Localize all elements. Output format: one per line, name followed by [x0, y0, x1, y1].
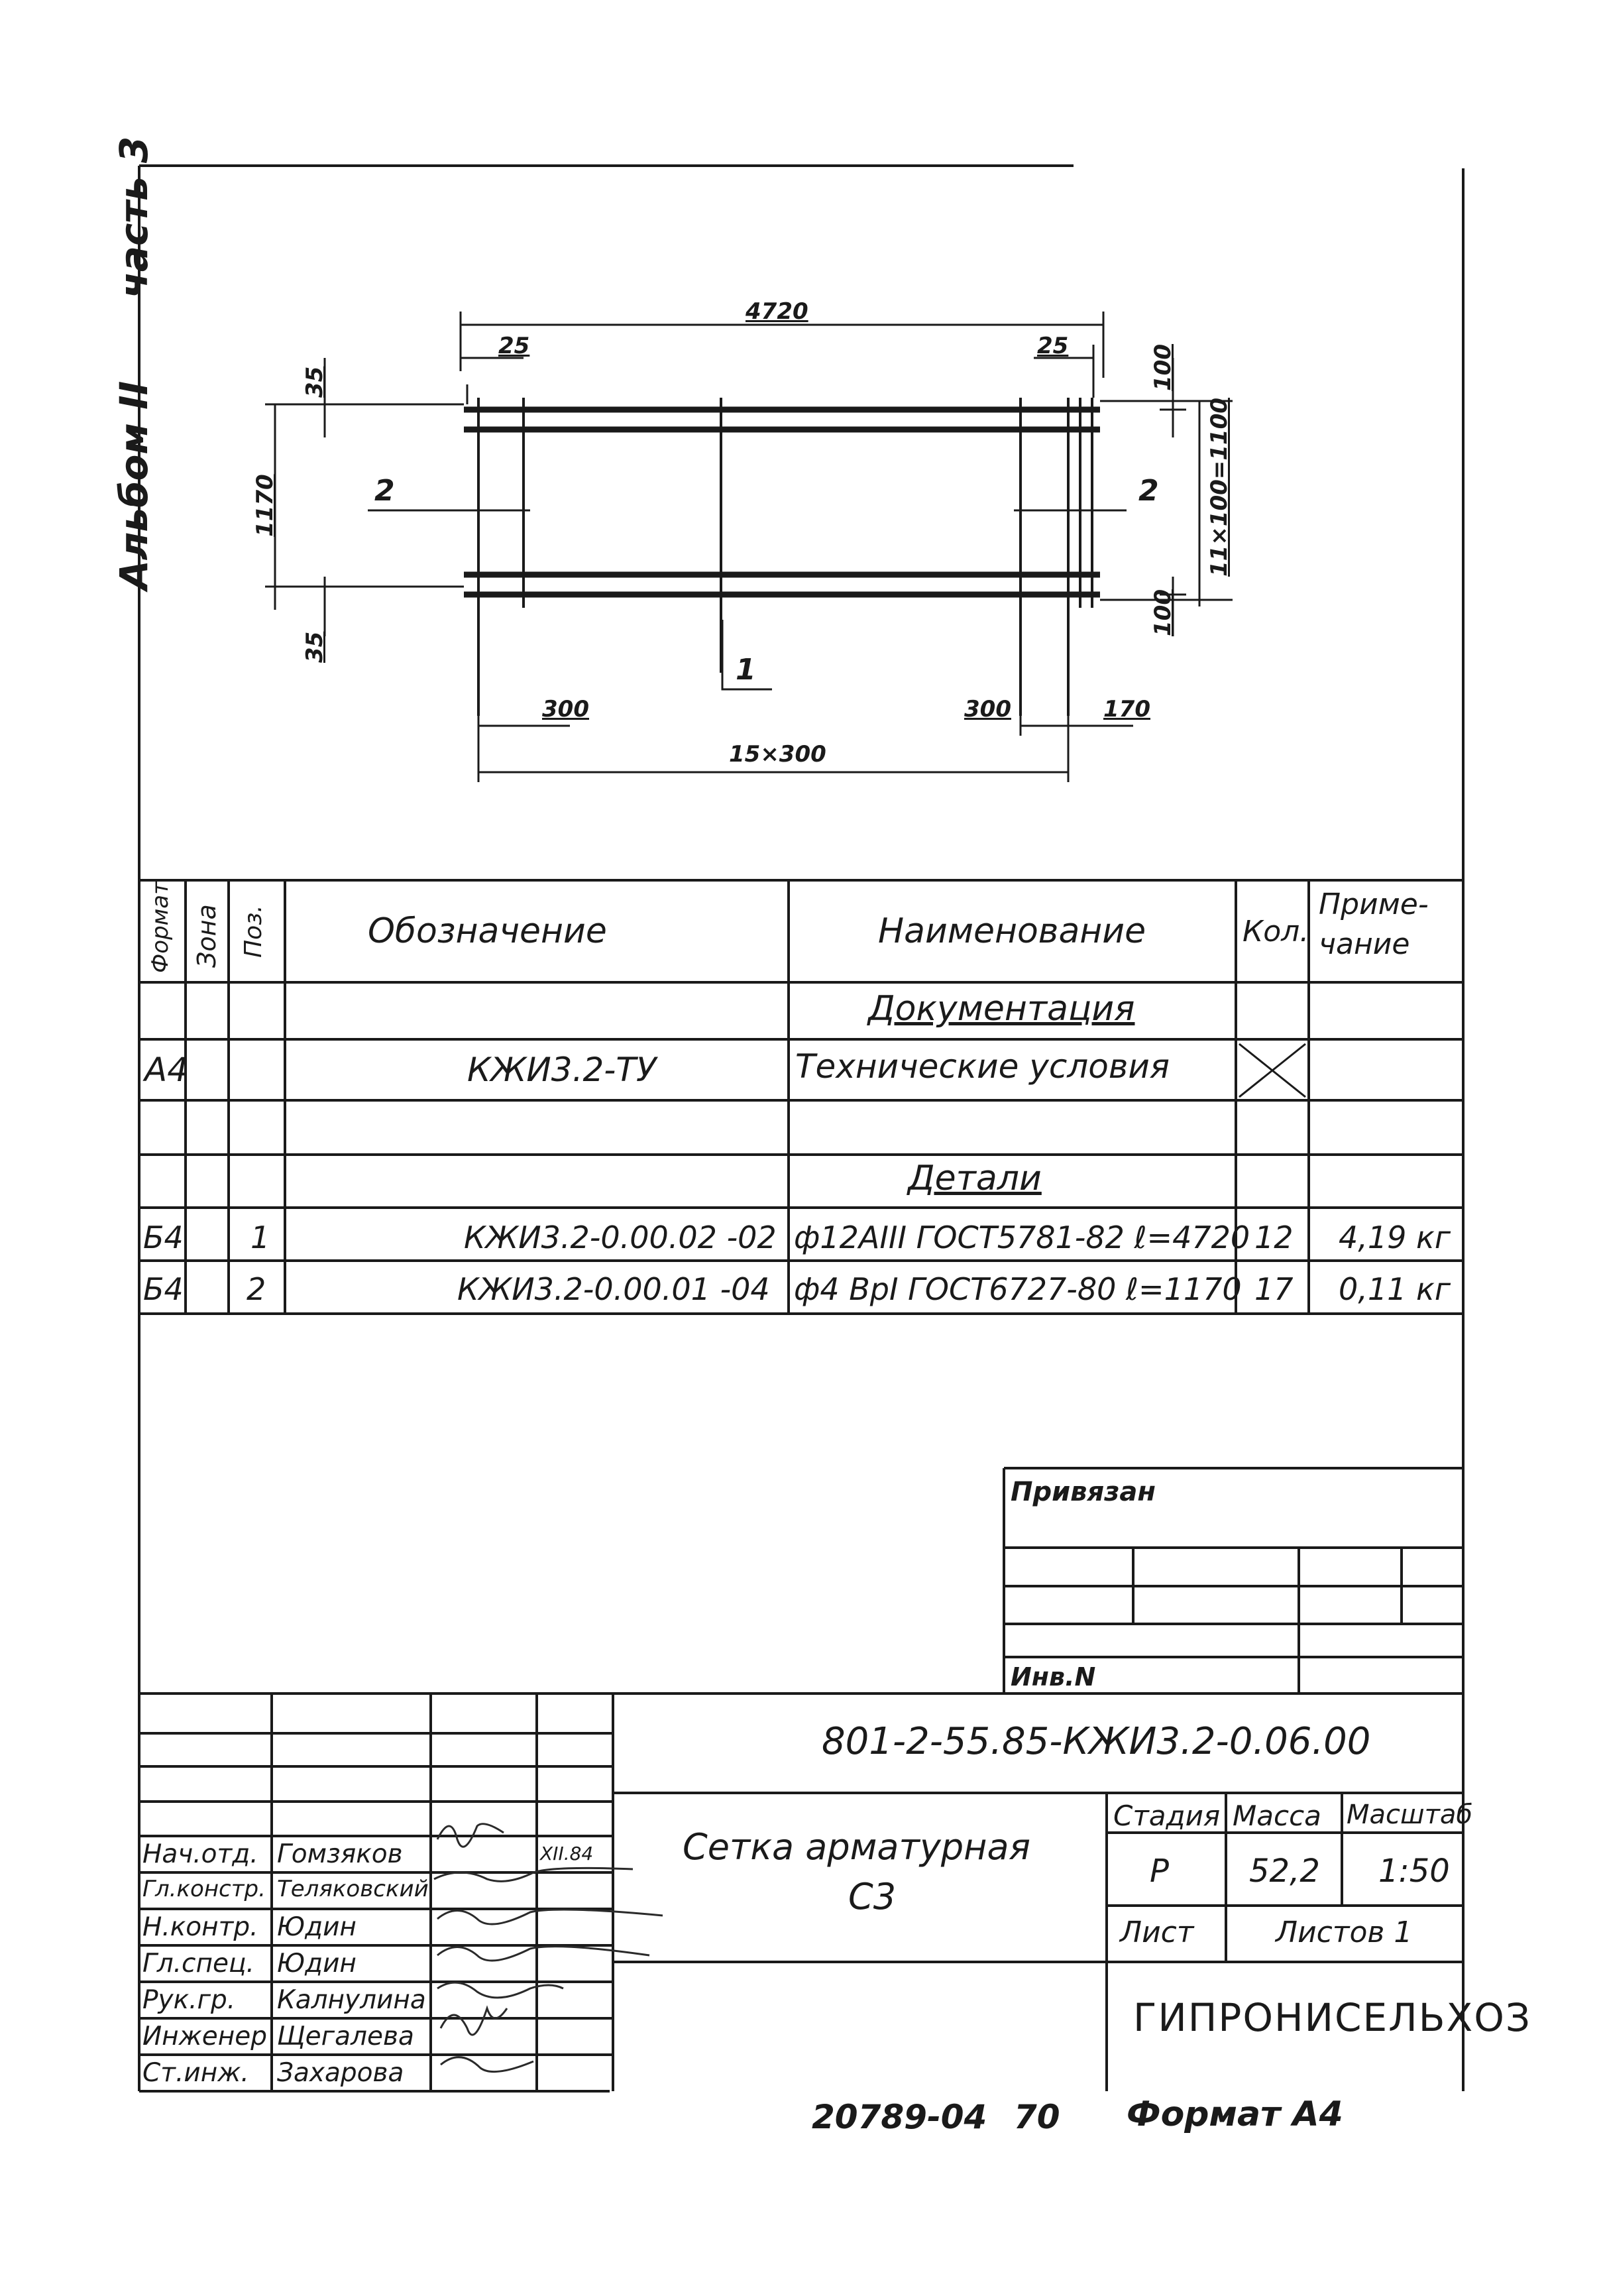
dim-170: 170: [1103, 696, 1150, 722]
header-name: Наименование: [878, 911, 1146, 951]
header-pos: Поз.: [240, 905, 267, 958]
row-1-pos: 1: [250, 1220, 270, 1255]
signature-kalnulina: [437, 1981, 564, 1999]
dim-spacing-vertical: 11×100=1100: [1206, 398, 1233, 577]
dim-top-100: 100: [1150, 344, 1176, 391]
row-2-qty: 17: [1254, 1271, 1294, 1307]
scale-value: 1:50: [1378, 1853, 1450, 1890]
role-label: Рук.гр.: [142, 1985, 236, 2015]
cross-mark: [1239, 1043, 1306, 1098]
drawing-mark: С3: [848, 1876, 897, 1918]
row-1-designation: КЖИ3.2-0.00.02 -02: [464, 1220, 777, 1255]
role-name: Калнулина: [277, 1985, 426, 2015]
doc-row-designation: КЖИ3.2-ТУ: [467, 1051, 657, 1089]
pos-1: 1: [736, 653, 756, 687]
row-2-format: Б4: [143, 1271, 184, 1307]
dim-height: 1170: [252, 474, 278, 537]
header-zone: Зона: [192, 904, 221, 968]
binding-title: Привязан: [1011, 1477, 1156, 1507]
mass-label: Масса: [1233, 1800, 1321, 1832]
row-1-name: ф12АIII ГОСТ5781-82 ℓ=4720: [794, 1220, 1250, 1255]
stage-label: Стадия: [1113, 1800, 1221, 1832]
document-code: 801-2-55.85-КЖИ3.2-0.06.00: [822, 1720, 1371, 1763]
binding-block-lines: [1003, 1467, 1465, 1693]
dim-overall-length: 4720: [746, 298, 808, 325]
pos-2-left: 2: [374, 474, 395, 508]
role-label: Нач.отд.: [142, 1839, 258, 1869]
signatures: [433, 1823, 663, 2073]
signature-zakharova: [440, 2056, 534, 2073]
doc-row-format: А4: [144, 1051, 189, 1089]
signature-gomzyakov: [436, 1823, 504, 1848]
transverse-bars: [477, 398, 1093, 716]
stage-value: Р: [1150, 1853, 1169, 1890]
title-block-lines: [139, 1692, 1465, 2091]
sheet-frame: [138, 164, 1465, 2093]
footer-code: 20789-04: [812, 2098, 987, 2136]
signature-shchegaleva: [439, 2005, 508, 2036]
header-format: Формат: [147, 882, 174, 973]
row-2-pos: 2: [247, 1271, 266, 1307]
role-name: Захарова: [277, 2058, 404, 2088]
row-2-designation: КЖИ3.2-0.00.01 -04: [457, 1271, 770, 1307]
role-name: Юдин: [277, 1949, 357, 1979]
signature-telyakovsky: [433, 1866, 634, 1882]
doc-row-name: Технические условия: [795, 1047, 1170, 1086]
dim-right-offset: 25: [1037, 333, 1069, 359]
row-1-format: Б4: [143, 1220, 184, 1255]
header-note: Приме- чание: [1319, 888, 1429, 961]
section-documentation: Документация: [868, 989, 1135, 1029]
sheet-label: Лист: [1120, 1916, 1194, 1949]
approval-date: XII.84: [540, 1843, 594, 1865]
footer-format: Формат А4: [1127, 2095, 1343, 2134]
role-label: Н.контр.: [142, 1912, 258, 1942]
signature-yudin-1: [437, 1908, 663, 1925]
dim-left-offset: 25: [498, 333, 530, 359]
row-2-name: ф4 ВрI ГОСТ6727-80 ℓ=1170: [794, 1271, 1242, 1307]
spec-table-lines: [139, 879, 1465, 1315]
footer-sheet-number: 70: [1014, 2098, 1060, 2136]
row-1-qty: 12: [1254, 1220, 1294, 1255]
dim-300-left: 300: [542, 696, 589, 722]
mesh-drawing: [265, 312, 1233, 782]
role-name: Щегалева: [277, 2022, 414, 2051]
album-label: Альбом II: [111, 380, 156, 590]
header-designation: Обозначение: [368, 911, 607, 951]
dim-300-right: 300: [964, 696, 1011, 722]
row-2-note: 0,11 кг: [1339, 1271, 1451, 1307]
header-qty: Кол.: [1243, 915, 1309, 948]
scale-label: Масштаб: [1347, 1800, 1473, 1830]
dim-spacing-horizontal: 15×300: [729, 741, 826, 768]
role-label: Гл.констр.: [142, 1876, 266, 1902]
sheets-label: Листов 1: [1276, 1916, 1413, 1949]
mass-value: 52,2: [1249, 1853, 1320, 1890]
part-label: часть 3: [111, 136, 156, 298]
role-label: Ст.инж.: [142, 2058, 249, 2088]
pos-2-right: 2: [1138, 474, 1159, 508]
role-name: Теляковский: [277, 1876, 429, 1902]
role-label: Гл.спец.: [142, 1949, 254, 1979]
role-label: Инженер: [142, 2022, 268, 2051]
role-name: Гомзяков: [277, 1839, 403, 1869]
row-1-note: 4,19 кг: [1339, 1220, 1451, 1255]
role-name: Юдин: [277, 1912, 357, 1942]
drawing-title: Сетка арматурная: [683, 1826, 1031, 1868]
dim-top-35: 35: [302, 366, 328, 398]
dim-bottom-100: 100: [1150, 589, 1176, 636]
organization-name: ГИПРОНИСЕЛЬХОЗ: [1133, 1995, 1532, 2040]
dim-bottom-35: 35: [302, 631, 328, 663]
section-parts: Детали: [908, 1159, 1042, 1198]
inventory-label: Инв.N: [1011, 1662, 1096, 1692]
longitudinal-bars: [464, 406, 1100, 598]
signature-yudin-2: [437, 1945, 650, 1962]
